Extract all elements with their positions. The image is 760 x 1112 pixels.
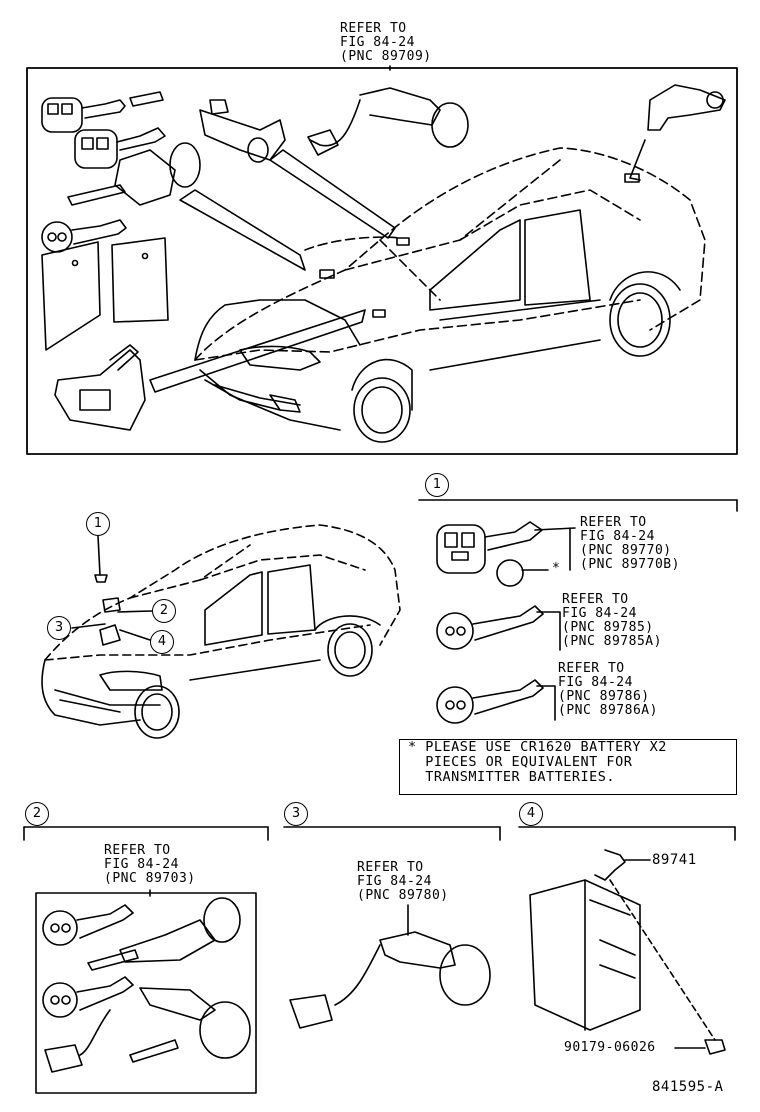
refer-line: REFER TO: [104, 843, 171, 858]
top-car: [194, 147, 706, 361]
pnc-line: (PNC 89785): [562, 620, 654, 635]
pnc-line: (PNC 89770B): [580, 557, 680, 572]
top-frame: [26, 67, 738, 455]
fig-line: FIG 84-24: [562, 606, 637, 621]
note-line-3: TRANSMITTER BATTERIES.: [408, 769, 616, 785]
callout-leaders: [71, 535, 153, 646]
refer-line: REFER TO: [558, 661, 625, 676]
section1-number: 1: [425, 473, 449, 497]
section4-bracket: [518, 826, 736, 841]
fig-line: FIG 84-24: [580, 529, 655, 544]
section3-refer: REFER TO FIG 84-24 (PNC 89780): [357, 861, 449, 903]
refer-line: REFER TO: [580, 515, 647, 530]
pnc-line: (PNC 89770): [580, 543, 672, 558]
fig-line: FIG 84-24: [104, 857, 179, 872]
section2-frame: [23, 826, 269, 1094]
battery-note: * PLEASE USE CR1620 BATTERY X2 PIECES OR…: [399, 739, 737, 795]
top-keys: [41, 91, 201, 351]
fig-line: FIG 84-24: [558, 675, 633, 690]
top-arrows: [149, 139, 646, 393]
callout-4[interactable]: 4: [150, 630, 174, 654]
pnc-line: (PNC 89786A): [558, 703, 658, 718]
refer-line: REFER TO: [340, 21, 407, 36]
top-door-latch: [54, 344, 146, 431]
section1-keys: [436, 521, 576, 724]
middle-car-dashed: [44, 524, 401, 661]
section1-ref-c: REFER TO FIG 84-24 (PNC 89786) (PNC 8978…: [558, 662, 658, 718]
callout-2[interactable]: 2: [152, 599, 176, 623]
section1-bracket: [418, 499, 738, 512]
fig-line: FIG 84-24: [357, 874, 432, 889]
top-lock-parts: [199, 84, 726, 163]
note-line-2: PIECES OR EQUIVALENT FOR: [408, 754, 633, 770]
top-car-solid: [194, 209, 681, 443]
fig-line: FIG 84-24: [340, 35, 415, 50]
callout-1[interactable]: 1: [86, 512, 110, 536]
part-number-90179-06026[interactable]: 90179-06026: [564, 1040, 656, 1055]
section3-parts: [289, 904, 491, 1029]
callout-3[interactable]: 3: [47, 616, 71, 640]
pnc-line: (PNC 89786): [558, 689, 650, 704]
section2-parts: [42, 897, 251, 1073]
pnc-line: (PNC 89780): [357, 888, 449, 903]
top-refer-label: REFER TO FIG 84-24 (PNC 89709): [340, 22, 432, 64]
section2-number: 2: [25, 802, 49, 826]
refer-line: REFER TO: [562, 592, 629, 607]
section4-number: 4: [519, 802, 543, 826]
asterisk-marker: *: [552, 561, 561, 576]
section1-ref-a: REFER TO FIG 84-24 (PNC 89770) (PNC 8977…: [580, 516, 680, 572]
figure-id: 841595-A: [652, 1079, 724, 1095]
middle-car-solid: [41, 564, 381, 739]
section4-parts: [529, 849, 726, 1055]
section3-bracket: [283, 826, 501, 841]
pnc-line: (PNC 89709): [340, 49, 432, 64]
section2-refer: REFER TO FIG 84-24 (PNC 89703): [104, 844, 196, 886]
refer-line: REFER TO: [357, 860, 424, 875]
section1-ref-b: REFER TO FIG 84-24 (PNC 89785) (PNC 8978…: [562, 593, 662, 649]
section3-number: 3: [284, 802, 308, 826]
pnc-line: (PNC 89703): [104, 871, 196, 886]
note-line-1: * PLEASE USE CR1620 BATTERY X2: [408, 739, 667, 755]
pnc-line: (PNC 89785A): [562, 634, 662, 649]
part-number-89741[interactable]: 89741: [652, 852, 697, 868]
